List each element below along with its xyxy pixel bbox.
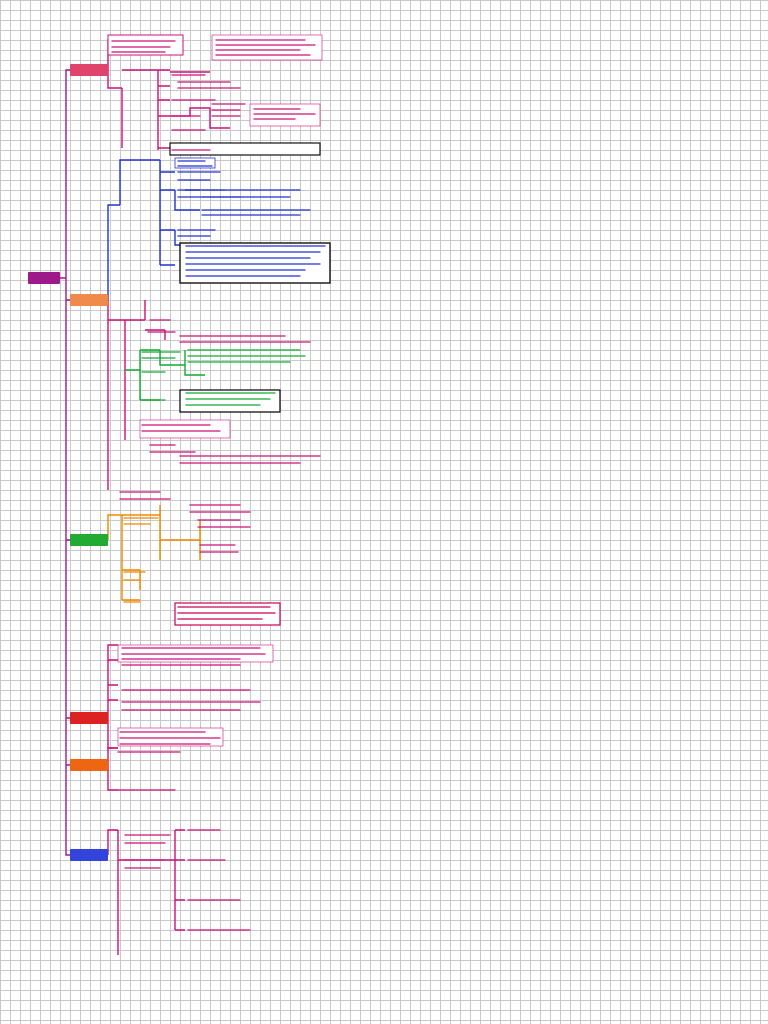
branch-node-b3[interactable]	[70, 534, 108, 546]
branch-node-b4[interactable]	[70, 712, 108, 724]
trunk-line	[60, 69, 70, 856]
highlight-text-lines	[177, 606, 276, 620]
connector-lines	[60, 39, 230, 955]
branch-node-b6[interactable]	[70, 849, 108, 861]
branch4-connectors	[107, 644, 118, 749]
callout-boxes	[107, 34, 331, 747]
root-node[interactable]	[28, 272, 60, 284]
branch-node-b5[interactable]	[70, 759, 108, 771]
magenta-text-lines	[111, 39, 321, 931]
branch5-connectors	[107, 747, 118, 791]
branch-node-b2[interactable]	[70, 294, 108, 306]
branch-node-b1[interactable]	[70, 64, 108, 76]
blue-text-lines	[177, 160, 326, 277]
branch2-magenta-connectors	[107, 300, 166, 490]
text-placeholders	[111, 39, 326, 931]
orange-text-lines	[123, 517, 159, 603]
branch3-connectors	[107, 505, 201, 601]
green-text-lines	[141, 349, 306, 406]
branch6-connectors	[107, 829, 185, 955]
branch1-connectors	[107, 39, 170, 150]
trunk-branch-ticks	[66, 299, 70, 766]
